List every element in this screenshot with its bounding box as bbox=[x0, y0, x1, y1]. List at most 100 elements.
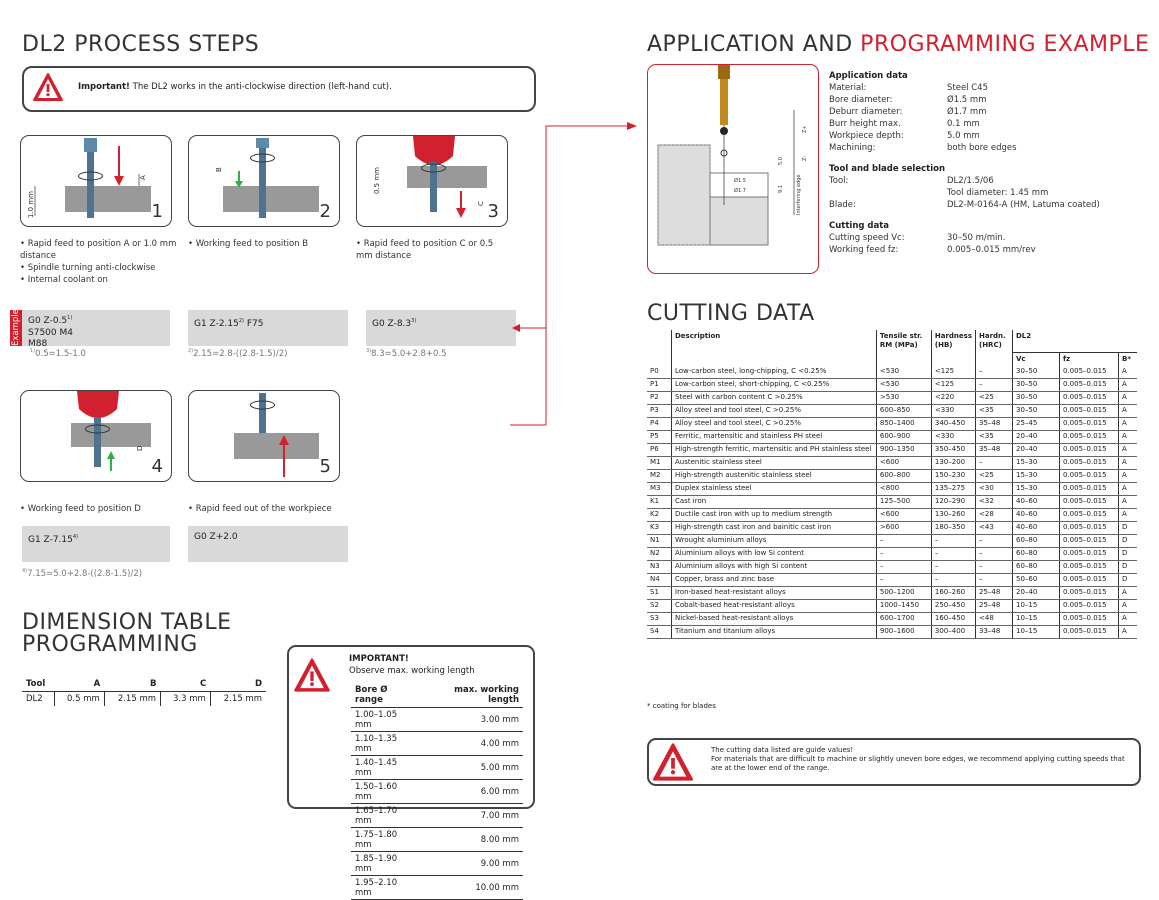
table-cell: 35–48 bbox=[975, 443, 1013, 457]
table-cell: 40–60 bbox=[1012, 495, 1060, 509]
guide-line-1: The cutting data listed are guide values… bbox=[711, 746, 854, 754]
table-cell: 30–50 bbox=[1012, 378, 1060, 392]
table-cell: Alloy steel and tool steel, C >0.25% bbox=[671, 417, 877, 431]
table-cell: 1.50–1.60 mm bbox=[351, 779, 421, 804]
table-cell: 135–275 bbox=[930, 482, 976, 496]
step-2-diagram: B bbox=[215, 138, 319, 218]
table-cell: Steel with carbon content C >0.25% bbox=[671, 391, 877, 405]
table-cell: A bbox=[1118, 612, 1137, 626]
table-cell: 33–48 bbox=[975, 625, 1013, 639]
table-cell: – bbox=[930, 534, 976, 548]
table-cell: 130–200 bbox=[930, 456, 976, 470]
table-cell: 0.005–0.015 bbox=[1059, 573, 1119, 587]
table-cell: 0.005–0.015 bbox=[1059, 508, 1119, 522]
table-cell: 150–230 bbox=[930, 469, 976, 483]
table-cell: 600–800 bbox=[875, 469, 932, 483]
table-cell: Nickel-based heat-resistant alloys bbox=[671, 612, 877, 626]
table-cell: – bbox=[975, 534, 1013, 548]
step-1-a-label: A bbox=[139, 175, 147, 180]
step-3-bullets: Rapid feed to position C or 0.5 mm dista… bbox=[356, 238, 506, 262]
table-cell: 0.005–0.015 bbox=[1059, 365, 1119, 379]
table-cell: Wrought aluminium alloys bbox=[671, 534, 877, 548]
table-cell: 350–450 bbox=[930, 443, 976, 457]
table-cell: 1.00–1.05 mm bbox=[351, 707, 421, 732]
dimension-table: Tool A B C D DL2 0.5 mm 2.15 mm 3.3 mm 2… bbox=[22, 677, 266, 706]
table-cell: 160–450 bbox=[930, 612, 976, 626]
table-cell: Low-carbon steel, short-chipping, C <0.2… bbox=[671, 378, 877, 392]
table-cell: 7.00 mm bbox=[420, 803, 523, 828]
table-cell: P1 bbox=[647, 378, 672, 392]
table-cell: 5.00 mm bbox=[420, 755, 523, 780]
table-cell: N2 bbox=[647, 547, 672, 561]
table-cell: 4.00 mm bbox=[420, 731, 523, 756]
v91-label: 9.1 bbox=[778, 185, 784, 193]
table-cell: 0.005–0.015 bbox=[1059, 521, 1119, 535]
table-cell: P6 bbox=[647, 443, 672, 457]
guide-values-box: The cutting data listed are guide values… bbox=[647, 738, 1141, 786]
table-cell: 130–260 bbox=[930, 508, 976, 522]
table-cell: A bbox=[1118, 495, 1137, 509]
table-cell: 40–60 bbox=[1012, 508, 1060, 522]
table-cell: 1.75–1.80 mm bbox=[351, 827, 421, 852]
table-cell: 500–1200 bbox=[875, 586, 932, 600]
table-cell: N1 bbox=[647, 534, 672, 548]
table-cell: 20–40 bbox=[1012, 443, 1060, 457]
table-cell: >530 bbox=[875, 391, 932, 405]
table-cell: A bbox=[1118, 443, 1137, 457]
table-cell: P3 bbox=[647, 404, 672, 418]
v50-label: 5.0 bbox=[778, 157, 784, 165]
table-cell: 10–15 bbox=[1012, 625, 1060, 639]
table-cell: 25–48 bbox=[975, 586, 1013, 600]
table-cell: 0.005–0.015 bbox=[1059, 391, 1119, 405]
table-cell: Ferritic, martensitic and stainless PH s… bbox=[671, 430, 877, 444]
step-3-mm-label: 0.5 mm bbox=[373, 167, 381, 194]
table-cell: 3.00 mm bbox=[420, 707, 523, 732]
table-cell: 40–60 bbox=[1012, 521, 1060, 535]
table-cell: Cast iron bbox=[671, 495, 877, 509]
cutting-data-table: Description Tensile str. RM (MPa) Hardne… bbox=[647, 330, 1137, 639]
table-cell: Copper, brass and zinc base bbox=[671, 573, 877, 587]
table-cell: 60–80 bbox=[1012, 560, 1060, 574]
table-cell: Aluminium alloys with low Si content bbox=[671, 547, 877, 561]
step-4-bullets: Working feed to position D bbox=[20, 503, 190, 515]
table-cell: 20–40 bbox=[1012, 586, 1060, 600]
table-cell: 0.005–0.015 bbox=[1059, 430, 1119, 444]
code-footnote-3: 3)8.3=5.0+2.8+0.5 bbox=[366, 348, 447, 359]
step-1-panel: 1.0 mm A 1 bbox=[20, 135, 172, 227]
data-row: Tool:DL2/1.5/06 bbox=[829, 176, 994, 186]
step-2-b-label: B bbox=[215, 167, 223, 172]
table-cell: P4 bbox=[647, 417, 672, 431]
data-row: Tool diameter: 1.45 mm bbox=[947, 188, 1049, 198]
warning-icon bbox=[294, 658, 330, 692]
table-cell: 1.85–1.90 mm bbox=[351, 851, 421, 876]
table-cell: 0.005–0.015 bbox=[1059, 612, 1119, 626]
table-cell: 180–350 bbox=[930, 521, 976, 535]
data-row: Material:Steel C45 bbox=[829, 83, 989, 93]
table-cell: S1 bbox=[647, 586, 672, 600]
code-footnote-4: 4)7.15=5.0+2.8-((2.8-1.5)/2) bbox=[22, 568, 143, 579]
process-steps-title: DL2 PROCESS STEPS bbox=[22, 32, 260, 57]
table-cell: 600–850 bbox=[875, 404, 932, 418]
code-box-4: G1 Z-7.154) bbox=[22, 526, 170, 562]
table-cell: <220 bbox=[930, 391, 976, 405]
table-cell: A bbox=[1118, 430, 1137, 444]
table-cell: 125–500 bbox=[875, 495, 932, 509]
table-cell: S3 bbox=[647, 612, 672, 626]
table-cell: High-strength ferritic, martensitic and … bbox=[671, 443, 877, 457]
table-cell: 120–290 bbox=[930, 495, 976, 509]
table-cell: 30–50 bbox=[1012, 391, 1060, 405]
table-cell: 60–80 bbox=[1012, 547, 1060, 561]
